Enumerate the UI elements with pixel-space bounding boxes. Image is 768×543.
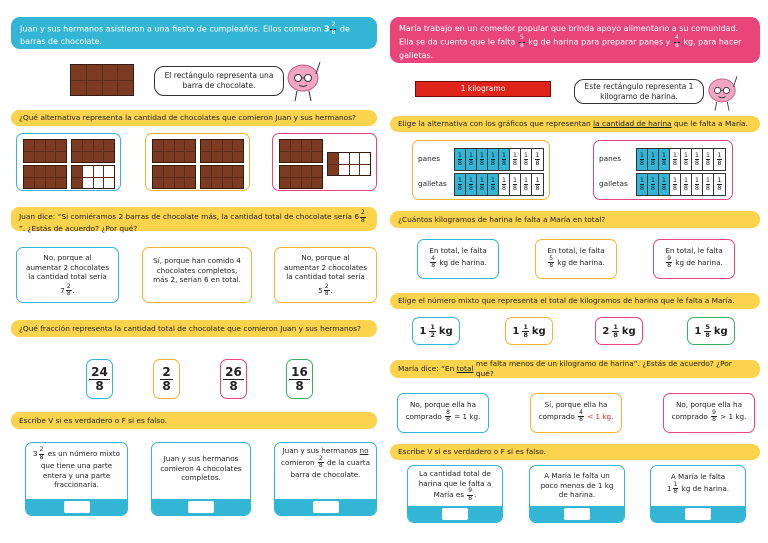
right-worksheet: María trabajo en un comedor popular que … [387, 0, 765, 543]
right-header: María trabajo en un comedor popular que … [390, 17, 760, 63]
one-kilogram-bar: 1 kilogramo [415, 81, 551, 97]
left-speech-bubble: El rectángulo representa una barra de ch… [154, 66, 284, 96]
left-worksheet: Juan y sus hermanos asistieron a una fie… [8, 0, 380, 543]
right-true-false-card-1: La cantidad total de harina que le falta… [407, 465, 503, 523]
right-question-4: María dice: “En total me falta menos de … [390, 359, 760, 378]
left-question-3: ¿Qué fracción representa la cantidad tot… [11, 320, 377, 337]
brain-mascot-icon [287, 61, 321, 102]
answer-box[interactable] [312, 501, 339, 513]
answer-box[interactable] [188, 501, 214, 513]
option-b-card[interactable] [145, 133, 250, 191]
right-true-false-card-2: A María le falta un poco menos de 1 kg d… [529, 465, 625, 523]
brain-mascot-icon [708, 76, 738, 111]
chocolate-bar-image [70, 64, 134, 96]
answer-2a-card[interactable]: No, porque al aumentar 2 chocolates la c… [16, 247, 119, 303]
answer-box[interactable] [442, 508, 468, 520]
option-c-card[interactable] [272, 133, 377, 191]
answer-box[interactable] [685, 508, 711, 520]
answer-2b-card[interactable]: Sí, porque han comido 4 chocolates compl… [142, 247, 252, 303]
left-question-4: Escribe V si es verdadero o F si es fals… [11, 412, 377, 429]
right-question-3: Elige el número mixto que representa el … [390, 293, 760, 309]
answer-2c-card[interactable]: No, porque al aumentar 2 chocolates la c… [274, 247, 377, 303]
right-question-5: Escribe V si es verdadero o F si es fals… [390, 444, 760, 460]
right-question-1: Elige la alternativa con los gráficos qu… [390, 116, 760, 132]
answer-box[interactable] [564, 508, 590, 520]
left-question-2: Juan dice: “Si comiéramos 2 barras de ch… [11, 207, 377, 233]
answer-box[interactable] [63, 501, 90, 513]
option-a-card[interactable] [16, 133, 121, 191]
right-speech-bubble: Este rectángulo representa 1 kilogramo d… [574, 79, 704, 104]
left-question-1: ¿Qué alternativa representa la cantidad … [11, 110, 377, 126]
true-false-card-2: Juan y sus hermanos comieron 4 chocolate… [151, 442, 251, 516]
right-question-2: ¿Cuántos kilogramos de harina le falta a… [390, 211, 760, 228]
left-header: Juan y sus hermanos asistieron a una fie… [11, 17, 377, 49]
